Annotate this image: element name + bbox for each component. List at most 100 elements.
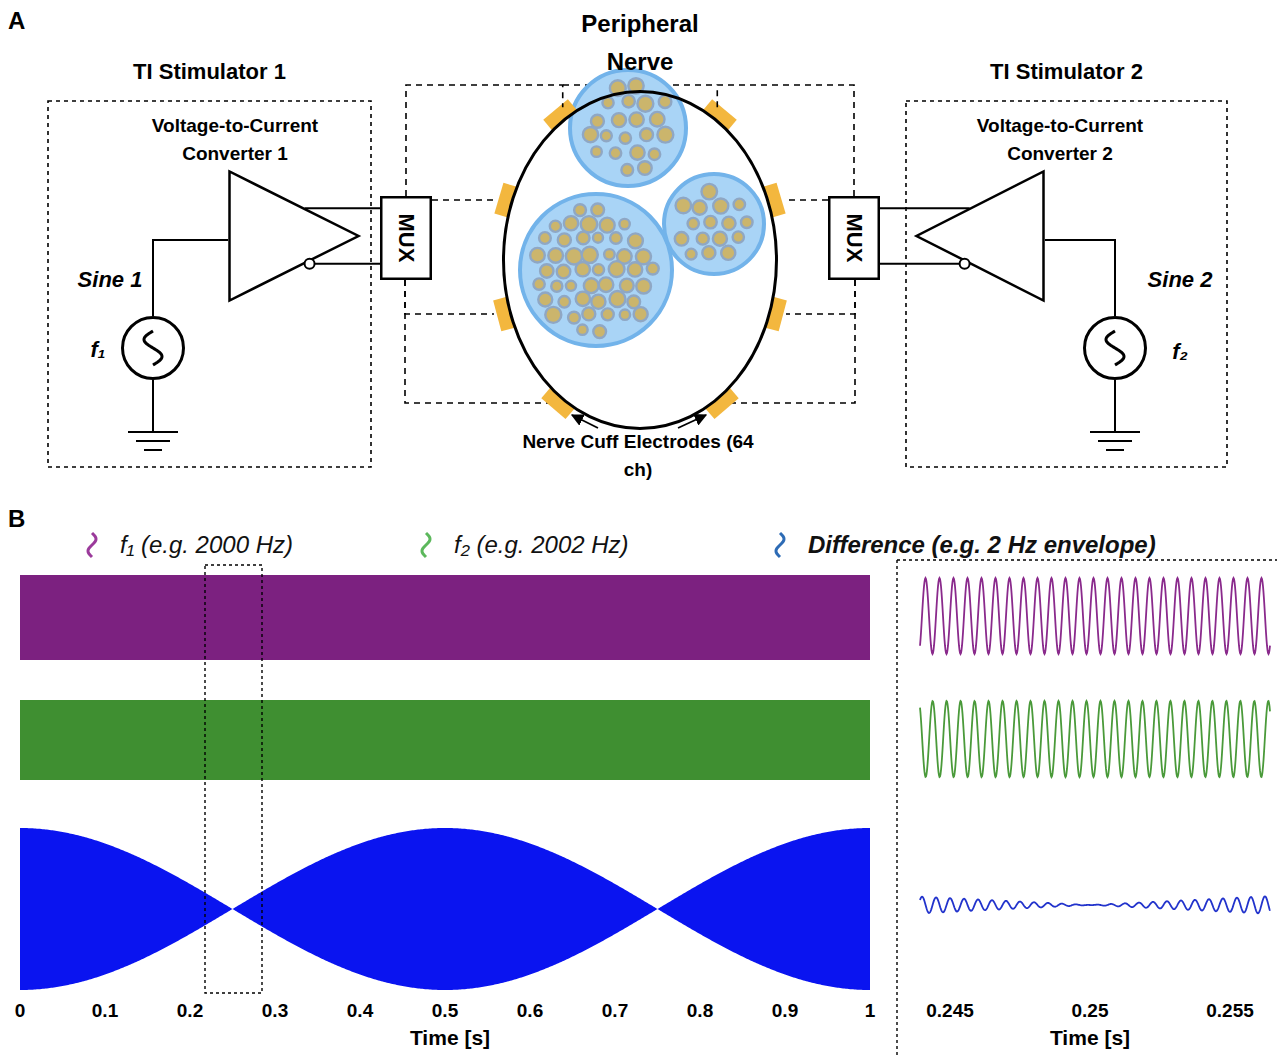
node-heading: Sine 2 (1135, 266, 1225, 294)
beat-envelope-trace (20, 828, 870, 990)
axon (574, 204, 586, 216)
axis-tick-label: 0.245 (915, 999, 985, 1023)
axis-tick-label: 0.4 (340, 999, 380, 1023)
legend-wave-icon (776, 533, 784, 557)
axis-tick-label: 1 (850, 999, 890, 1023)
axon (676, 198, 692, 214)
sine-symbol (144, 331, 162, 365)
fascicle (520, 194, 672, 346)
axon (647, 263, 659, 275)
converter-amplifier: Voltage-to-Current Converter 1 (228, 170, 360, 302)
axon (630, 145, 644, 159)
node-heading: Sine 1 (65, 266, 155, 294)
sine-symbol (1106, 331, 1124, 365)
axon (649, 148, 661, 160)
axon (538, 292, 552, 306)
axon (629, 112, 643, 126)
inverting-bubble (960, 259, 970, 269)
axon (591, 203, 604, 216)
node-heading: Voltage-to-Current Converter 1 (115, 112, 355, 168)
node-outline (228, 170, 360, 302)
stimulator-outline (48, 101, 371, 467)
legend-text: Difference (e.g. 2 Hz envelope) (808, 530, 1156, 560)
axon (599, 277, 614, 292)
axis-tick-label: 0.7 (595, 999, 635, 1023)
cuff-wire (405, 280, 494, 314)
axon (591, 295, 605, 309)
axon (697, 233, 709, 245)
zoom-panel-border (897, 560, 1277, 1055)
waveforms (20, 578, 1270, 990)
source-circle (123, 318, 184, 379)
axon (628, 233, 643, 248)
axon (722, 217, 735, 230)
frequency-label: f₂ (1160, 338, 1200, 366)
axon (568, 312, 580, 324)
axon (602, 308, 614, 320)
inverting-bubble (305, 259, 315, 269)
node-heading: Peripheral Nerve (555, 5, 725, 81)
axon (591, 115, 604, 128)
converter-amplifier: Voltage-to-Current Converter 2 (915, 170, 1045, 302)
axon (539, 232, 551, 244)
axon (610, 232, 621, 243)
axon (557, 265, 571, 279)
axon (604, 249, 615, 260)
zoom-window (205, 565, 262, 993)
axon (612, 113, 626, 127)
axis-tick-label: 0.1 (85, 999, 125, 1023)
axon (545, 307, 561, 323)
node-outline (121, 316, 185, 380)
carrier-f1-trace (20, 575, 870, 660)
axon (593, 233, 603, 243)
mux-box: MUX (828, 196, 880, 280)
axon (622, 95, 634, 107)
axon (693, 200, 707, 214)
axon (701, 184, 717, 200)
fascicle (664, 174, 764, 274)
mux-label: MUX (392, 196, 420, 280)
node-heading: TI Stimulator 2 (905, 58, 1228, 86)
axon (584, 278, 599, 293)
legend-wave-icon (422, 533, 430, 557)
axon (704, 216, 716, 228)
axon (577, 325, 587, 335)
axon (550, 221, 561, 232)
axon (713, 199, 728, 214)
axon (581, 216, 597, 232)
amplifier-triangle (230, 172, 359, 301)
pointer-arrow (572, 415, 598, 428)
axon (634, 307, 648, 321)
axon (601, 130, 612, 141)
stimulator-box: Voltage-to-Current Converter 1Sine 1f₁TI… (47, 100, 372, 468)
axon (548, 248, 563, 263)
axon (576, 292, 590, 306)
node-heading: Voltage-to-Current Converter 2 (940, 112, 1180, 168)
axon (741, 217, 753, 229)
cuff-wire (786, 199, 828, 201)
axis-tick-label: 0 (0, 999, 40, 1023)
axis-tick-label: 0.8 (680, 999, 720, 1023)
cuff-wire (732, 280, 855, 403)
axon (675, 232, 689, 246)
axon (533, 278, 544, 289)
axon (638, 161, 652, 175)
panel-letter: B (8, 504, 48, 534)
axon (688, 218, 699, 229)
axon (609, 261, 625, 277)
axon (650, 112, 665, 127)
axon (734, 199, 745, 210)
axis-tick-label: 0.255 (1195, 999, 1265, 1023)
node-heading: TI Stimulator 1 (47, 58, 372, 86)
ground-symbol (128, 380, 178, 450)
axis-tick-label: 0.5 (425, 999, 465, 1023)
signal-wire (153, 240, 228, 316)
axon (686, 249, 697, 260)
cuff-caption: Nerve Cuff Electrodes (64 ch) (508, 428, 768, 484)
axon (559, 296, 571, 308)
axis-tick-label: 0.3 (255, 999, 295, 1023)
axis-title: Time [s] (1030, 1025, 1150, 1051)
axon (576, 262, 590, 276)
axon (593, 325, 606, 338)
